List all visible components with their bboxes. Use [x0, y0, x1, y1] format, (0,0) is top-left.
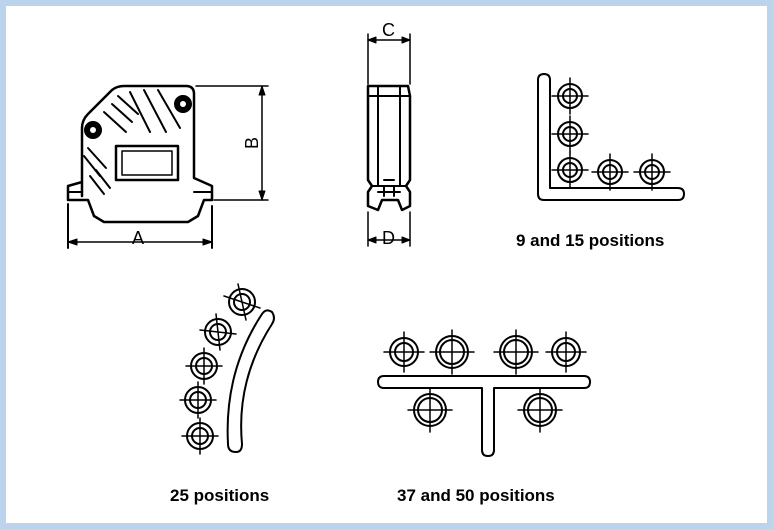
grommet [185, 347, 223, 385]
dim-c-label: C [382, 20, 395, 40]
grommet [223, 283, 261, 321]
grommet [181, 417, 219, 455]
grommet [179, 381, 217, 419]
dim-d-label: D [382, 228, 395, 248]
dim-b-label: B [242, 137, 262, 149]
dim-a-label: A [132, 228, 144, 248]
caption-25-positions: 25 positions [170, 486, 270, 505]
grommet [545, 331, 587, 373]
hood-side-view [366, 33, 412, 247]
grommet [551, 115, 589, 153]
grommet [591, 153, 629, 191]
layout-37-50-positions [377, 329, 591, 457]
grommet [517, 387, 563, 433]
grommet [493, 329, 539, 375]
grommet [429, 329, 475, 375]
grommet [551, 151, 589, 189]
hood-front-view [66, 84, 269, 249]
grommet [551, 77, 589, 115]
caption-37-50-positions: 37 and 50 positions [397, 486, 555, 505]
caption-9-15-positions: 9 and 15 positions [516, 231, 665, 250]
grommet [383, 331, 425, 373]
grommet [407, 387, 453, 433]
layout-9-15-positions [537, 73, 685, 201]
grommet [199, 313, 237, 351]
layout-25-positions [179, 283, 275, 455]
grommet [633, 153, 671, 191]
